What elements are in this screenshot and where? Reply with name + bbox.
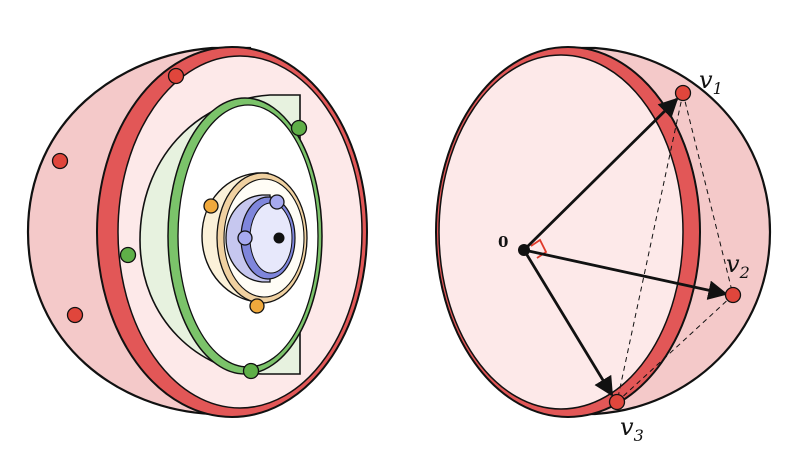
dashed-edges	[616, 92, 734, 403]
green-particle	[290, 119, 308, 137]
blue-ring-inner	[249, 202, 293, 274]
vectors	[522, 97, 728, 397]
blue-particle	[237, 230, 253, 246]
vector-v3	[522, 249, 614, 397]
red-particle	[167, 67, 185, 85]
nucleus	[273, 232, 285, 244]
origin-point	[518, 244, 530, 256]
endpoint-v2	[724, 286, 742, 304]
green-particle	[119, 246, 137, 264]
blue-particle	[269, 194, 285, 210]
right-figure: 0 v1 v2 v3	[435, 46, 772, 445]
red-particle	[51, 152, 69, 170]
hemisphere-face	[438, 54, 684, 410]
label-v3: v3	[620, 413, 644, 445]
endpoint-v3	[608, 393, 626, 411]
particles	[51, 67, 308, 380]
label-v2: v2	[726, 250, 750, 282]
red-particle	[66, 306, 84, 324]
vector-v1	[523, 97, 679, 251]
orange-particle	[203, 198, 219, 214]
green-particle	[242, 362, 260, 380]
endpoint-v1	[674, 84, 692, 102]
left-figure	[26, 46, 368, 418]
orange-particle	[249, 298, 265, 314]
endpoints	[608, 84, 742, 411]
label-v1: v1	[699, 66, 723, 98]
origin-label: 0	[498, 233, 508, 251]
vector-v2	[523, 248, 728, 300]
